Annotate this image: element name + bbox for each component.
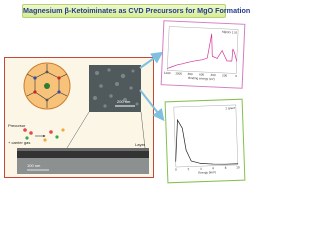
- x-tick-label: 6: [212, 166, 214, 170]
- data-point: [197, 60, 198, 61]
- x-axis-label: Energy (keV): [198, 170, 216, 175]
- precursor-label: Precursor: [8, 123, 26, 128]
- x-tick-label: 10: [236, 165, 240, 169]
- data-point: [225, 163, 226, 165]
- data-point: [232, 48, 234, 50]
- legend-label: MgO(x 1.5): [222, 30, 237, 35]
- data-point: [202, 59, 203, 61]
- legend-label: 1 spect: [225, 106, 235, 110]
- film-layer: [17, 148, 149, 151]
- x-tick-label: 2: [187, 167, 189, 171]
- data-point: [182, 127, 183, 129]
- data-point: [190, 160, 192, 162]
- data-point: [221, 50, 223, 51]
- data-point: [187, 62, 188, 63]
- data-point: [222, 52, 224, 53]
- x-tick-label: 800: [188, 72, 194, 76]
- plot-frame: [167, 26, 239, 74]
- substrate-layer: [17, 151, 149, 158]
- sem-scale-label: 200 nm: [117, 99, 131, 104]
- x-tick-label: 1000: [175, 71, 182, 75]
- data-point: [185, 149, 187, 151]
- series-line: [175, 118, 238, 165]
- data-point: [216, 58, 218, 59]
- data-point: [182, 63, 183, 65]
- data-point: [176, 139, 177, 140]
- data-point: [192, 61, 193, 62]
- data-point: [207, 57, 208, 59]
- plot-frame: [173, 104, 239, 168]
- x-tick-label: 600: [199, 72, 205, 76]
- cvd-scheme-panel: 200 nm Precursor + carrier gas Layer Si …: [4, 57, 154, 178]
- data-point: [226, 60, 228, 62]
- data-point: [236, 61, 237, 62]
- x-tick-label: 400: [211, 73, 217, 77]
- data-point: [167, 68, 168, 69]
- connector-arrows: [139, 51, 165, 122]
- x-tick-label: 8: [225, 166, 227, 170]
- data-point: [175, 161, 176, 162]
- tem-scale-label: 100 nm: [27, 163, 41, 168]
- arrow-to-edx: [139, 89, 165, 122]
- data-point: [172, 66, 173, 67]
- tem-image: [17, 158, 149, 174]
- x-tick-label: 200: [222, 73, 228, 77]
- layer-label: Layer: [135, 142, 146, 147]
- data-point: [234, 52, 235, 54]
- carrier-gas-label: + carrier gas: [8, 140, 30, 145]
- title-banner: Magnesium β-Ketoiminates as CVD Precurso…: [22, 4, 251, 18]
- cvd-scheme-drawing: 200 nm Precursor + carrier gas Layer Si …: [8, 62, 149, 174]
- data-point: [177, 64, 178, 66]
- zoom-line: [140, 111, 146, 149]
- x-tick-label: 4: [200, 167, 202, 171]
- x-axis-label: Binding energy (eV): [188, 76, 215, 81]
- mg-atom-icon: [44, 83, 50, 89]
- page-title: Magnesium β-Ketoiminates as CVD Precurso…: [23, 6, 251, 15]
- arrow-to-spectrum: [139, 51, 164, 69]
- data-point: [212, 55, 213, 57]
- x-tick-label: 0: [235, 74, 237, 78]
- data-point: [212, 163, 214, 165]
- x-tick-label: 0: [175, 167, 177, 171]
- data-point: [200, 163, 201, 164]
- data-point: [231, 60, 233, 62]
- zoom-line: [66, 111, 90, 149]
- data-point: [211, 33, 212, 35]
- data-point: [237, 163, 239, 165]
- x-tick-label: 1200: [164, 71, 171, 75]
- precursor-particles: [23, 128, 65, 142]
- series-line: [167, 33, 238, 69]
- data-point: [177, 119, 178, 121]
